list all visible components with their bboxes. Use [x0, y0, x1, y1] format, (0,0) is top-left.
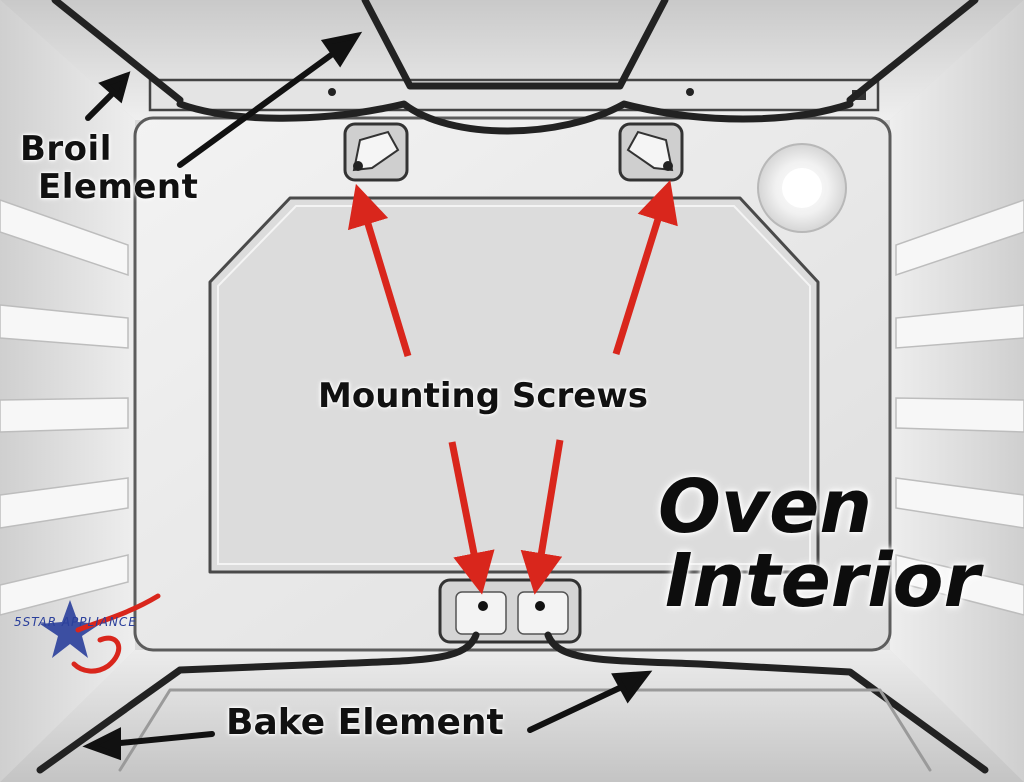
arrow-top-right-screw — [612, 179, 678, 356]
arrow-broil-2-head — [320, 31, 363, 68]
broil-element — [51, 0, 979, 135]
brand-logo: 5STAR APPLIANCE — [8, 590, 213, 682]
arrow-top-left-screw — [347, 183, 412, 358]
title-line2: Interior — [665, 538, 980, 624]
title-line1: Oven — [657, 464, 872, 550]
logo-text: 5STAR APPLIANCE — [14, 615, 137, 629]
arrow-broil-2 — [177, 47, 341, 168]
fan-cover-plate — [208, 196, 820, 574]
bottom-mount — [438, 578, 582, 644]
broil-element-label: Broil Element — [20, 130, 198, 206]
oven-floor — [0, 650, 1024, 782]
right-wall — [890, 0, 1024, 782]
arrow-bake-right-head — [611, 670, 653, 704]
right-rack-ridges — [895, 199, 1024, 616]
arrow-bake-left — [107, 731, 215, 747]
bake-element — [36, 631, 989, 774]
bracket-hole-left — [328, 88, 336, 96]
arrow-bake-right — [527, 681, 631, 733]
star-logo-icon — [40, 593, 161, 674]
oven-light-center — [782, 168, 822, 208]
top-left-mount — [343, 122, 409, 182]
mounting-screw-arrows — [347, 179, 678, 595]
top-right-mount — [618, 122, 684, 182]
bake-element-label: Bake Element — [226, 702, 504, 743]
cover-plate-highlight — [217, 205, 811, 565]
broil-label-line2: Element — [38, 167, 199, 207]
diagram-title: Oven Interior — [658, 470, 980, 618]
arrow-bake-left-head — [82, 727, 121, 761]
bracket-hole-right — [686, 88, 694, 96]
mounting-screws-label: Mounting Screws — [318, 376, 649, 416]
broil-label-line1: Broil — [20, 129, 112, 169]
arrow-bottom-left-screw — [448, 441, 495, 595]
arrow-broil-1-head — [98, 71, 131, 104]
arrow-bottom-right-screw — [520, 439, 564, 595]
element-arrows — [82, 31, 653, 761]
left-rack-ridges — [0, 199, 129, 616]
